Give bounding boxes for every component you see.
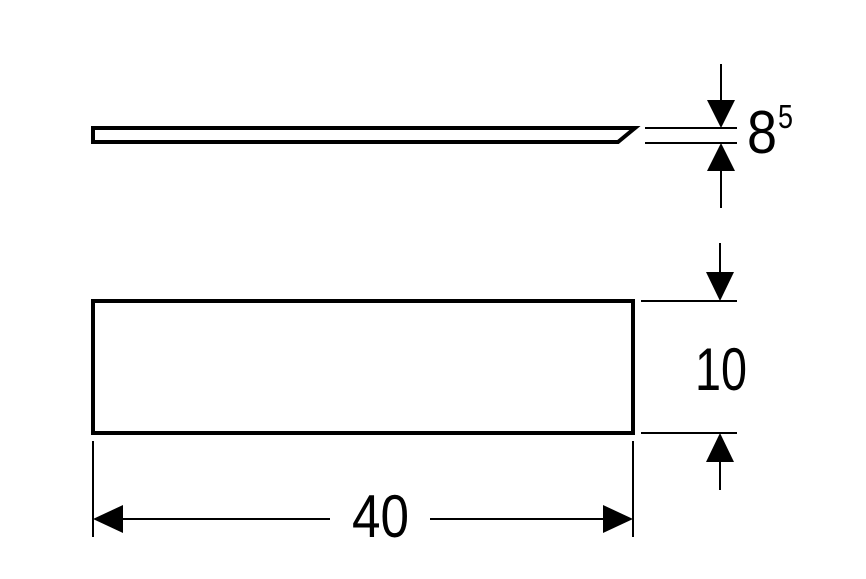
thickness-dimension: 8 5 (645, 64, 793, 208)
width-dimension: 40 (92, 441, 634, 550)
width-value-label: 40 (352, 483, 409, 550)
height-value-label: 10 (695, 336, 747, 403)
arrow-down-icon (706, 272, 734, 301)
height-dimension: 10 (641, 243, 747, 490)
arrow-left-icon (93, 505, 123, 533)
front-shape (91, 299, 635, 435)
front-view-rectangle (91, 299, 635, 435)
arrow-up-icon (707, 143, 735, 171)
side-view-profile (91, 126, 641, 144)
thickness-value-label: 8 (747, 99, 777, 166)
profile-shape (91, 126, 641, 144)
arrow-down-icon (707, 100, 735, 128)
arrow-up-icon (706, 433, 734, 462)
thickness-superscript-label: 5 (778, 98, 793, 135)
arrow-right-icon (603, 505, 633, 533)
